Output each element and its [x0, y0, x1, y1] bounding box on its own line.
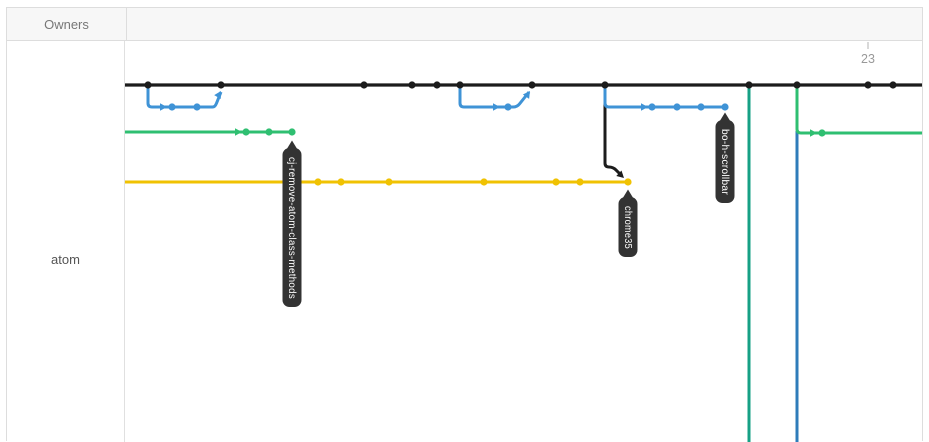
panel-body: atom cj-remove-atom-class-methods chrome3… — [7, 41, 922, 442]
commit-dot[interactable] — [528, 81, 536, 89]
commit-dot[interactable] — [648, 103, 656, 111]
branch-label-text: chrome35 — [622, 206, 633, 249]
merge-arrow-icon — [493, 103, 500, 111]
label-pill — [282, 148, 302, 307]
commit-dot[interactable] — [144, 81, 152, 89]
merge-arrow-icon — [214, 91, 221, 99]
commit-dot[interactable] — [360, 81, 368, 89]
commit-dot[interactable] — [889, 81, 897, 89]
commit-dot[interactable] — [697, 103, 705, 111]
commit-dot[interactable] — [265, 128, 273, 136]
commit-dot[interactable] — [818, 129, 826, 137]
label-pointer-icon — [286, 140, 298, 150]
branch-label-bo-h-scrollbar[interactable]: bo-h-scrollbar — [715, 112, 735, 204]
branch-label-text: bo-h-scrollbar — [719, 129, 730, 195]
commit-dot[interactable] — [745, 81, 753, 89]
commit-dot[interactable] — [288, 128, 296, 136]
branch-label-cj-remove-atom-class-methods[interactable]: cj-remove-atom-class-methods — [282, 140, 302, 308]
commit-dot[interactable] — [552, 178, 560, 186]
green-right-branch — [795, 85, 922, 137]
yellow-branch — [125, 178, 632, 186]
commit-dot[interactable] — [480, 178, 488, 186]
label-pill — [715, 120, 735, 203]
branch-line — [603, 85, 725, 109]
branch-line — [210, 91, 223, 109]
commit-dot[interactable] — [242, 128, 250, 136]
commit-dot[interactable] — [456, 81, 464, 89]
merge-arrow-icon — [810, 129, 817, 137]
merge-arrow-icon — [616, 170, 624, 178]
owners-label: Owners — [44, 16, 89, 32]
label-pill — [618, 197, 638, 257]
week-label: 23 — [861, 52, 875, 66]
merge-arrow-icon — [235, 128, 242, 136]
commit-dot[interactable] — [314, 178, 322, 186]
commit-dot[interactable] — [601, 81, 609, 89]
commit-dot[interactable] — [673, 103, 681, 111]
commit-dot[interactable] — [337, 178, 345, 186]
blue-topic-branch-2 — [458, 85, 531, 111]
merge-arrow-icon — [160, 103, 167, 111]
network-graph-panel: Owners atom cj-remove-atom-class-methods… — [6, 7, 923, 442]
panel-header: Owners — [7, 8, 922, 41]
merge-arrow-icon — [522, 91, 530, 99]
label-pointer-icon — [622, 189, 634, 199]
commit-dot[interactable] — [168, 103, 176, 111]
black-merge-elbow — [603, 85, 624, 178]
green-topic-branch — [125, 128, 296, 136]
branch-label-text: cj-remove-atom-class-methods — [286, 157, 297, 299]
commit-dot[interactable] — [576, 178, 584, 186]
owners-column-header: Owners — [7, 8, 127, 40]
blue-topic-branch-1 — [146, 85, 223, 111]
commit-dot[interactable] — [793, 81, 801, 89]
branch-line — [146, 85, 210, 109]
commit-dot[interactable] — [624, 178, 632, 186]
repo-name-link[interactable]: atom — [51, 252, 80, 267]
main-branch-line — [125, 81, 922, 89]
graph-area: cj-remove-atom-class-methods chrome35 bo-h… — [125, 41, 922, 442]
branch-label-chrome35[interactable]: chrome35 — [618, 189, 638, 258]
branch-line — [603, 85, 624, 178]
commit-dot[interactable] — [408, 81, 416, 89]
commit-dot[interactable] — [385, 178, 393, 186]
commit-dot[interactable] — [721, 103, 729, 111]
branch-line — [508, 91, 531, 109]
commit-dot[interactable] — [504, 103, 512, 111]
repo-column: atom — [7, 41, 125, 442]
blue-topic-branch-3 — [603, 85, 729, 111]
commit-dot[interactable] — [864, 81, 872, 89]
commit-dot[interactable] — [217, 81, 225, 89]
commit-dot[interactable] — [433, 81, 441, 89]
commit-dot[interactable] — [193, 103, 201, 111]
branch-line — [795, 85, 922, 135]
commit-network-graph[interactable]: cj-remove-atom-class-methods chrome35 bo-h… — [125, 41, 922, 442]
label-pointer-icon — [719, 112, 731, 122]
branch-line — [458, 85, 508, 109]
merge-arrow-icon — [641, 103, 648, 111]
